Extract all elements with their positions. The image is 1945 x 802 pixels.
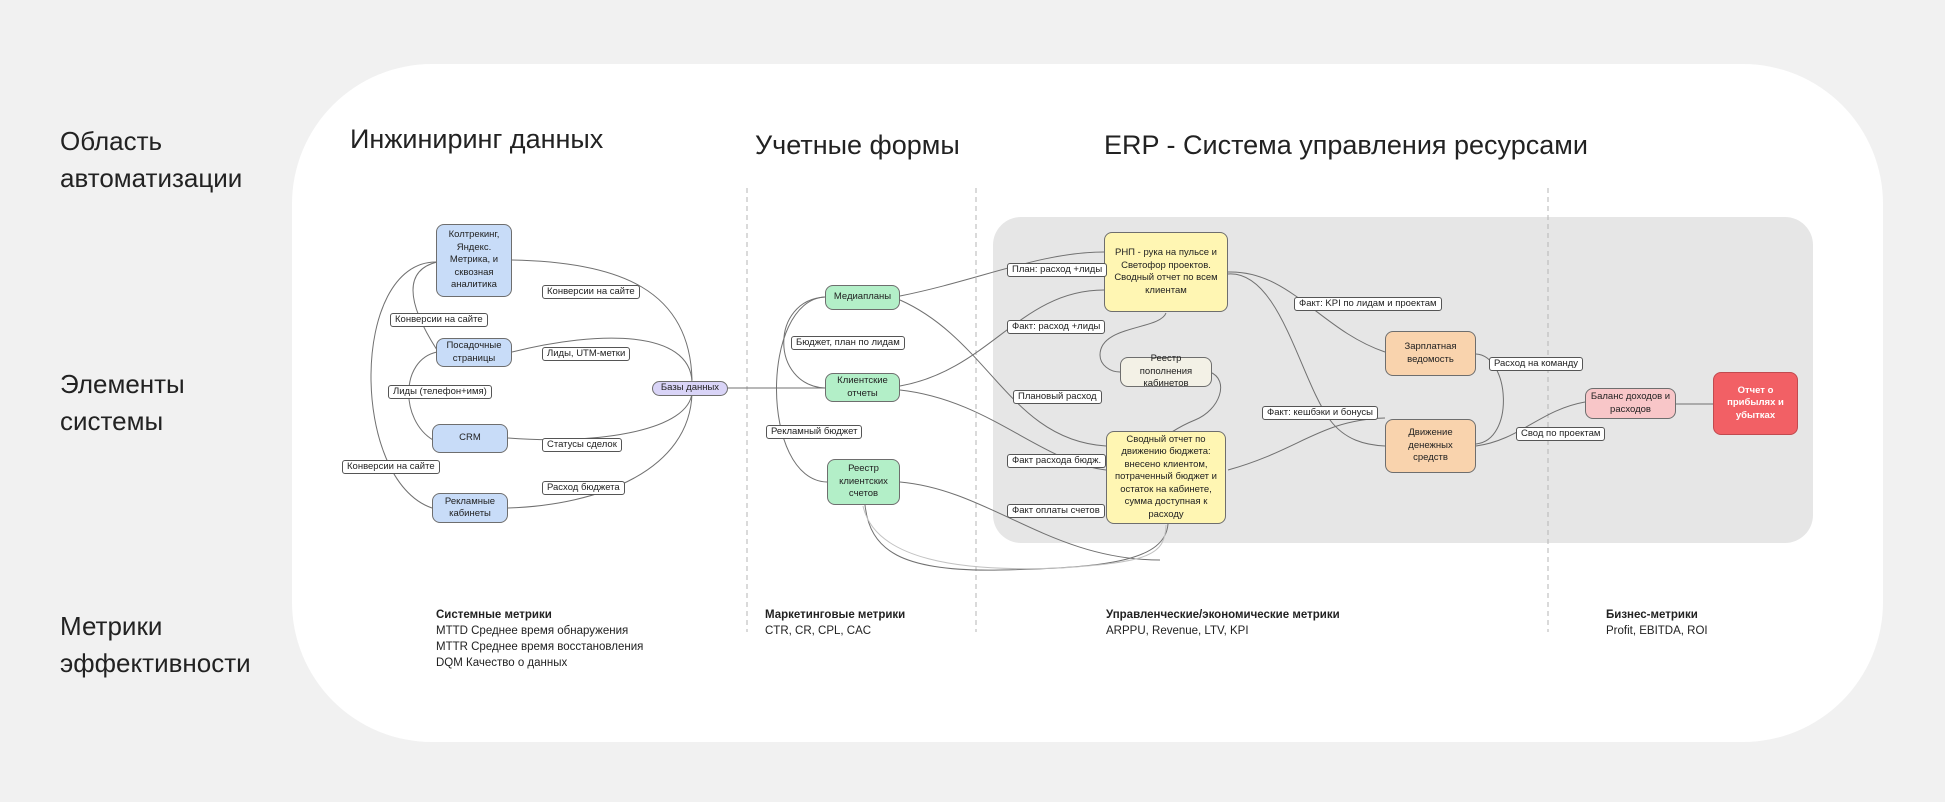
metrics-business-title: Бизнес-метрики: [1606, 609, 1698, 621]
edge-label-conv-site-left: Конверсии на сайте: [390, 313, 488, 327]
node-cash-flow[interactable]: Движение денежных средств: [1385, 419, 1476, 473]
node-calltracking[interactable]: Колтрекинг, Яндекс. Метрика, и сквозная …: [436, 224, 512, 297]
edge-label-deal-statuses: Статусы сделок: [542, 438, 622, 452]
metrics-marketing-line: CTR, CR, CPL, CAC: [765, 625, 872, 637]
edge-label-conv-site-outer: Конверсии на сайте: [342, 460, 440, 474]
edge-label-plan-spend-leads: План: расход +лиды: [1007, 263, 1108, 277]
metrics-marketing-title: Маркетинговые метрики: [765, 609, 906, 621]
node-client-reports[interactable]: Клиентские отчеты: [825, 373, 900, 402]
node-crm[interactable]: CRM: [432, 424, 508, 453]
edge-label-team-spend: Расход на команду: [1489, 357, 1584, 371]
row-label-elements: Элементы системы: [60, 369, 185, 436]
metrics-management-title: Управленческие/экономические метрики: [1106, 609, 1340, 621]
node-ad-accounts[interactable]: Рекламные кабинеты: [432, 493, 508, 523]
edge-label-leads-phone: Лиды (телефон+имя): [388, 385, 492, 399]
node-databases[interactable]: Базы данных: [652, 381, 728, 396]
edge-label-fact-kpi: Факт: KPI по лидам и проектам: [1294, 297, 1442, 311]
metrics-business-line: Profit, EBITDA, ROI: [1606, 625, 1708, 637]
node-payroll[interactable]: Зарплатная ведомость: [1385, 331, 1476, 376]
edge-label-conv-site-right: Конверсии на сайте: [542, 285, 640, 299]
metrics-system-title: Системные метрики: [436, 609, 552, 621]
node-rnp[interactable]: РНП - рука на пульсе и Светофор проектов…: [1104, 232, 1228, 312]
node-balance[interactable]: Баланс доходов и расходов: [1585, 388, 1676, 419]
edge-label-ad-budget: Рекламный бюджет: [766, 425, 863, 439]
edge-label-fact-spend-leads: Факт: расход +лиды: [1007, 320, 1106, 334]
metrics-management-line: ARPPU, Revenue, LTV, KPI: [1106, 625, 1249, 637]
metrics-management: Управленческие/экономические метрики ARP…: [1106, 607, 1340, 639]
edge-label-budget-plan-leads: Бюджет, план по лидам: [791, 336, 905, 350]
metrics-system-line: DQM Качество о данных: [436, 657, 568, 669]
node-client-invoices[interactable]: Реестр клиентских счетов: [827, 459, 900, 505]
edge-label-planned-budget: Плановый расход: [1013, 390, 1102, 404]
edge-label-fact-cashback: Факт: кешбэки и бонусы: [1262, 406, 1378, 420]
section-title-accounting-forms: Учетные формы: [755, 130, 960, 160]
edge-label-budget-spend: Расход бюджета: [542, 481, 625, 495]
metrics-system: Системные метрики MTTD Среднее время обн…: [436, 607, 643, 671]
metrics-system-line: MTTD Среднее время обнаружения: [436, 625, 629, 637]
node-pnl[interactable]: Отчет о прибылях и убытках: [1713, 372, 1798, 435]
metrics-business: Бизнес-метрики Profit, EBITDA, ROI: [1606, 607, 1708, 639]
node-topup-registry[interactable]: Реестр пополнения кабинетов: [1120, 353, 1212, 389]
section-title-data-engineering: Инжиниринг данных: [350, 124, 604, 154]
row-label-automation: Область автоматизации: [60, 126, 243, 193]
edge-label-fact-invoice-payment: Факт оплаты счетов: [1007, 504, 1105, 518]
node-mediaplans[interactable]: Медиапланы: [825, 285, 900, 310]
edge-label-leads-utm: Лиды, UTM-метки: [542, 347, 631, 361]
metrics-marketing: Маркетинговые метрики CTR, CR, CPL, CAC: [765, 607, 905, 639]
node-landing-pages[interactable]: Посадочные страницы: [436, 338, 512, 367]
edge-label-fact-budget-spend: Факт расхода бюдж.: [1007, 454, 1107, 468]
node-budget-summary[interactable]: Сводный отчет по движению бюджета: внесе…: [1106, 431, 1226, 524]
section-title-erp: ERP - Система управления ресурсами: [1104, 130, 1588, 160]
row-label-metrics: Метрики эффективности: [60, 611, 251, 678]
metrics-system-line: MTTR Среднее время восстановления: [436, 641, 644, 653]
edge-label-project-summary: Свод по проектам: [1516, 427, 1606, 441]
